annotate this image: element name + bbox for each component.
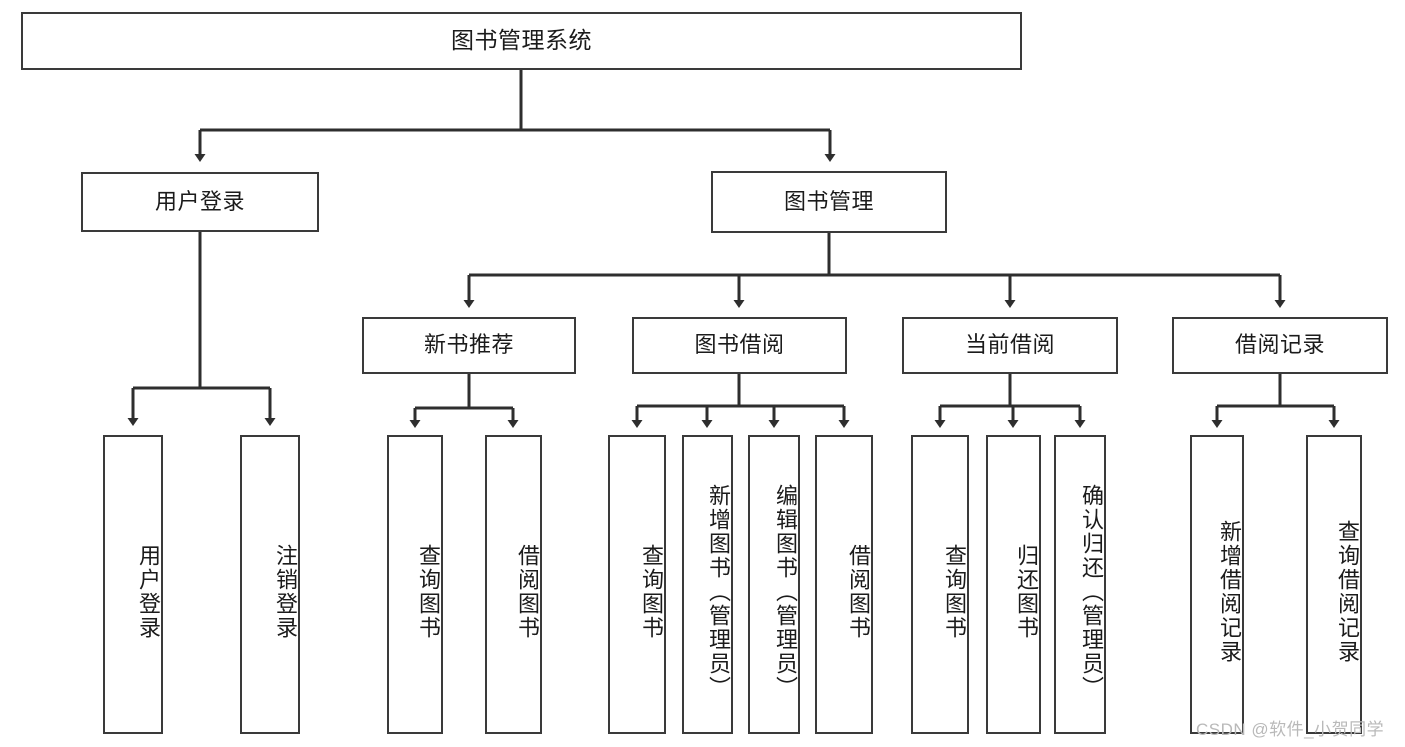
leaf-user-login[interactable]: 用户登录 [103, 435, 163, 734]
node-book-borrow-label: 图书借阅 [694, 332, 785, 358]
leaf-query-borrow-record-label: 查询借阅记录 [1335, 519, 1360, 664]
leaf-return-book[interactable]: 归还图书 [986, 435, 1041, 734]
leaf-query-borrow-record[interactable]: 查询借阅记录 [1306, 435, 1362, 734]
leaf-borrow-book-recommend[interactable]: 借阅图书 [485, 435, 542, 734]
node-new-book-recommend-label: 新书推荐 [423, 332, 514, 358]
leaf-add-book-admin[interactable]: 新增图书（管理员） [682, 435, 733, 734]
leaf-confirm-return-admin[interactable]: 确认归还（管理员） [1054, 435, 1106, 734]
leaf-user-login-label: 用户登录 [136, 543, 161, 640]
leaf-borrow-book-label: 借阅图书 [846, 543, 871, 640]
node-user-login-label: 用户登录 [154, 188, 245, 214]
node-book-management-label: 图书管理 [783, 188, 874, 214]
leaf-borrow-book[interactable]: 借阅图书 [815, 435, 873, 734]
node-book-borrow[interactable]: 图书借阅 [632, 317, 847, 374]
leaf-add-book-admin-label: 新增图书（管理员） [706, 483, 731, 700]
node-new-book-recommend[interactable]: 新书推荐 [362, 317, 576, 374]
leaf-return-book-label: 归还图书 [1014, 543, 1039, 640]
leaf-logout-label: 注销登录 [273, 543, 298, 640]
leaf-logout[interactable]: 注销登录 [240, 435, 300, 734]
node-current-borrow[interactable]: 当前借阅 [902, 317, 1118, 374]
leaf-query-book-borrow[interactable]: 查询图书 [608, 435, 666, 734]
node-root[interactable]: 图书管理系统 [21, 12, 1022, 70]
csdn-watermark: CSDN @软件_小贺同学 [1196, 720, 1385, 739]
leaf-query-book-current-label: 查询图书 [942, 543, 967, 640]
node-borrow-record-label: 借阅记录 [1234, 332, 1325, 358]
leaf-query-book-recommend-label: 查询图书 [416, 543, 441, 640]
leaf-confirm-return-admin-label: 确认归还（管理员） [1079, 483, 1104, 700]
leaf-edit-book-admin[interactable]: 编辑图书（管理员） [748, 435, 800, 734]
node-book-management[interactable]: 图书管理 [711, 171, 947, 233]
leaf-edit-book-admin-label: 编辑图书（管理员） [773, 483, 798, 700]
leaf-add-borrow-record[interactable]: 新增借阅记录 [1190, 435, 1244, 734]
node-borrow-record[interactable]: 借阅记录 [1172, 317, 1388, 374]
leaf-borrow-book-recommend-label: 借阅图书 [515, 543, 540, 640]
node-user-login[interactable]: 用户登录 [81, 172, 319, 232]
node-current-borrow-label: 当前借阅 [964, 332, 1055, 358]
leaf-query-book-recommend[interactable]: 查询图书 [387, 435, 443, 734]
leaf-query-book-borrow-label: 查询图书 [639, 543, 664, 640]
node-root-label: 图书管理系统 [451, 27, 592, 54]
leaf-query-book-current[interactable]: 查询图书 [911, 435, 969, 734]
leaf-add-borrow-record-label: 新增借阅记录 [1217, 519, 1242, 664]
